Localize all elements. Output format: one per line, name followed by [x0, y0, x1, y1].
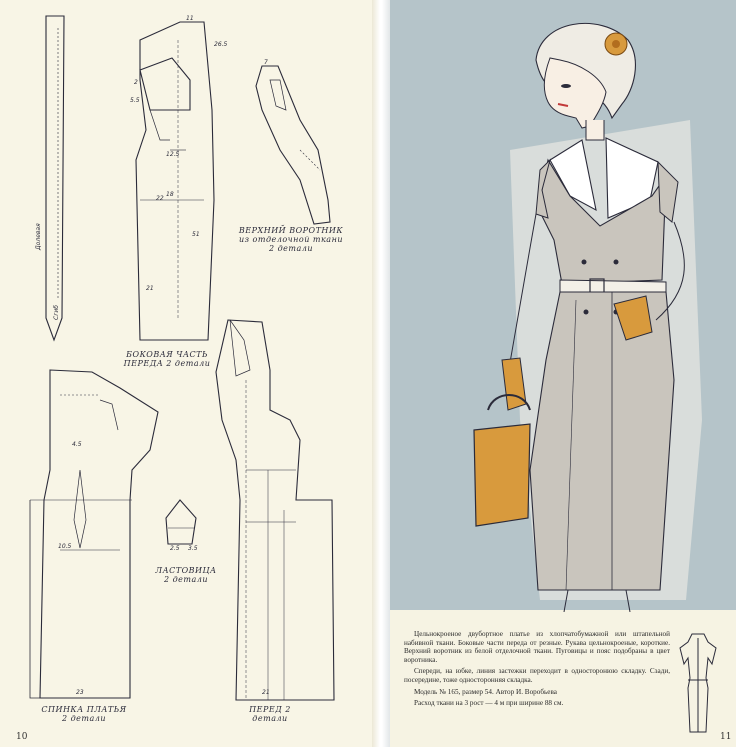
measure-12-5: 12.5 [166, 151, 180, 158]
measure-4-5: 4.5 [72, 441, 82, 448]
side-front-piece-label: БОКОВАЯ ЧАСТЬ ПЕРЕДА 2 детали [123, 350, 211, 368]
measure-5-5: 5.5 [130, 97, 140, 104]
back-piece [29, 369, 159, 699]
gusset-piece-label: ЛАСТОВИЦА 2 детали [155, 566, 217, 584]
measure-7: 7 [264, 59, 268, 66]
measure-18: 18 [166, 191, 174, 198]
measure-11: 11 [186, 15, 194, 22]
measure-51: 51 [192, 231, 200, 238]
left-page [0, 0, 372, 747]
measure-21: 21 [146, 285, 154, 292]
pattern-drawings: 11 26.5 2 5.5 12.5 18 7 51 21 22 23 10.5… [29, 15, 335, 701]
front-piece [215, 319, 335, 701]
measure-2: 2 [134, 79, 138, 86]
strip-grain-label: Долевая [35, 223, 42, 251]
left-page-number: 10 [16, 732, 28, 742]
front-piece-label: ПЕРЕД 2 детали [249, 705, 291, 723]
caption-paragraph-1: Цельнокроеное двубортное платье из хлопч… [404, 630, 670, 664]
caption-paragraph-2: Спереди, на юбке, линия застежки переход… [404, 667, 670, 684]
collar-piece-label: ВЕРХНИЙ ВОРОТНИК из отделочной ткани 2 д… [238, 226, 344, 253]
measure-26-5: 26.5 [214, 41, 228, 48]
measure-23: 23 [76, 689, 84, 696]
measure-2-5: 2.5 [170, 545, 180, 552]
gusset-piece [165, 499, 197, 545]
model-description: Цельнокроеное двубортное платье из хлопч… [404, 630, 670, 711]
back-piece-label: СПИНКА ПЛАТЬЯ 2 детали [41, 705, 127, 723]
upper-collar-piece [255, 65, 331, 225]
caption-paragraph-4: Расход ткани на 3 рост — 4 м при ширине … [414, 699, 564, 708]
measure-22: 22 [156, 195, 164, 202]
measure-21b: 21 [262, 689, 270, 696]
belt-strip-piece [45, 15, 65, 342]
caption-paragraph-3: Модель № 165, размер 54. Автор И. Воробь… [414, 687, 557, 696]
measure-3-5: 3.5 [188, 545, 198, 552]
fashion-illustration [473, 22, 702, 612]
measure-10-5: 10.5 [58, 543, 72, 550]
side-front-piece [135, 21, 215, 341]
strip-fold-label: Сгиб [53, 305, 60, 320]
caption-area [390, 610, 736, 747]
back-view-sketch [679, 633, 717, 733]
right-page-number: 11 [720, 732, 732, 742]
book-gutter [372, 0, 390, 747]
